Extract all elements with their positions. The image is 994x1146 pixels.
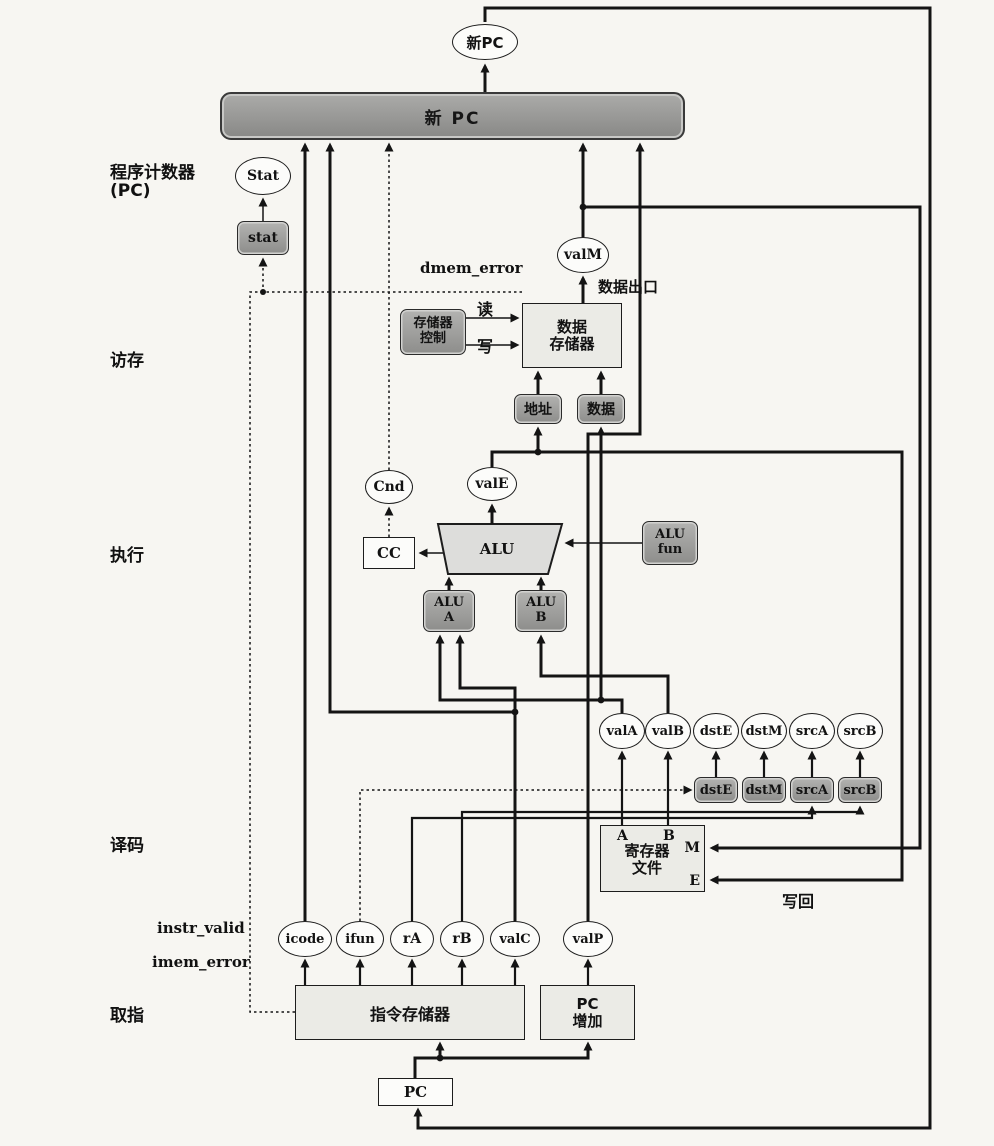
memory-control-unit: 存储器 控制 (400, 309, 466, 355)
register-file-port-e: E (689, 873, 700, 889)
pc-increment-line1: PC (576, 994, 599, 1013)
stat-register: stat (237, 221, 289, 255)
stage-label-pc-line2: (PC) (110, 181, 151, 201)
register-file-port-m: M (684, 840, 701, 856)
rB-oval: rB (440, 921, 484, 957)
register-file-line1: 寄存器 (624, 842, 670, 861)
data-unit: 数据 (577, 394, 625, 424)
alu-b-line2: B (535, 610, 547, 625)
srcB-oval: srcB (837, 713, 883, 749)
signal-dmem-error: dmem_error (420, 259, 523, 277)
alu-a-line1: ALU (434, 595, 464, 611)
data-memory-line1: 数据 (556, 317, 587, 336)
label-writeback: 写回 (782, 892, 815, 911)
instruction-memory-unit: 指令存储器 (295, 985, 525, 1040)
stage-label-fetch: 取指 (110, 1006, 144, 1026)
valM-oval: valM (557, 237, 609, 273)
ifun-oval: ifun (336, 921, 384, 957)
dstM-oval: dstM (741, 713, 787, 749)
alu-b-line1: ALU (526, 595, 556, 611)
valC-oval: valC (490, 921, 540, 957)
dstM-register: dstM (742, 777, 786, 803)
label-read: 读 (477, 300, 494, 319)
pc-increment-unit: PC 增加 (540, 985, 635, 1040)
icode-oval: icode (278, 921, 332, 957)
cnd-oval: Cnd (365, 470, 413, 504)
srcA-register: srcA (790, 777, 834, 803)
register-file-port-b: B (663, 828, 675, 844)
alu-a-line2: A (443, 610, 455, 625)
alu-b-mux: ALU B (515, 590, 567, 632)
stat-oval: Stat (235, 157, 291, 195)
stage-label-pc-line1: 程序计数器 (110, 163, 195, 183)
signal-imem-error: imem_error (152, 953, 250, 971)
label-data-out: 数据出口 (598, 278, 659, 296)
register-file-unit: 寄存器 文件 A B M E (600, 825, 705, 892)
alu-a-mux: ALU A (423, 590, 475, 632)
srcA-oval: srcA (789, 713, 835, 749)
alu-shape (436, 523, 564, 575)
cc-unit: CC (363, 537, 415, 569)
dstE-register: dstE (694, 777, 738, 803)
stage-label-decode: 译码 (110, 836, 144, 856)
new-pc-unit: 新 PC (220, 92, 685, 140)
valA-oval: valA (599, 713, 645, 749)
srcB-register: srcB (838, 777, 882, 803)
data-memory-line2: 存储器 (549, 334, 595, 353)
valE-oval: valE (467, 467, 517, 501)
memory-control-line1: 存储器 (413, 316, 453, 332)
new-pc-oval: 新PC (452, 24, 518, 60)
stage-label-memory: 访存 (110, 351, 144, 371)
register-file-line2: 文件 (631, 859, 662, 877)
valP-oval: valP (563, 921, 613, 957)
valB-oval: valB (645, 713, 691, 749)
rA-oval: rA (390, 921, 434, 957)
addr-unit: 地址 (514, 394, 562, 424)
stage-label-execute: 执行 (110, 546, 144, 566)
data-memory-unit: 数据 存储器 (522, 303, 622, 368)
label-write: 写 (477, 337, 494, 356)
alu-fun-line1: ALU (655, 527, 685, 543)
pc-increment-line2: 增加 (572, 1011, 603, 1030)
signal-instr-valid: instr_valid (157, 919, 245, 937)
dstE-oval: dstE (693, 713, 739, 749)
alu-label: ALU (479, 540, 515, 558)
memory-control-line2: 控制 (419, 331, 446, 346)
pc-register: PC (378, 1078, 453, 1106)
alu-fun-line2: fun (657, 542, 683, 557)
alu-fun-unit: ALU fun (642, 521, 698, 565)
register-file-port-a: A (617, 828, 628, 844)
